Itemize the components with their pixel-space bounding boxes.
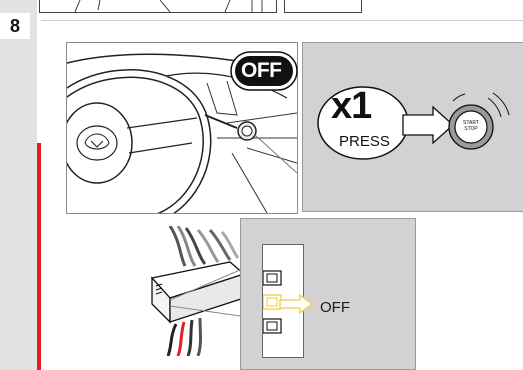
badge-shape — [230, 51, 298, 91]
press-label: PRESS — [339, 133, 390, 150]
press-count: x1 — [331, 85, 372, 127]
zoom-connector — [170, 269, 241, 317]
previous-step-image — [39, 0, 277, 13]
progress-accent-bar — [37, 143, 41, 370]
off-state-badge: OFF — [229, 50, 299, 92]
previous-step-drawing — [74, 0, 263, 12]
remote-module-drawing — [140, 226, 250, 356]
step-sidebar — [0, 0, 37, 370]
stop-text: STOP — [464, 126, 478, 132]
highlight-arrow-icon — [279, 294, 314, 314]
step-number: 8 — [0, 13, 30, 39]
start-stop-button-label: START STOP — [457, 120, 485, 132]
start-text: START — [463, 120, 479, 126]
press-callout-drawing — [317, 86, 510, 160]
start-button-zoom-panel: x1 PRESS START STOP — [302, 42, 523, 212]
switch-off-label: OFF — [320, 299, 350, 316]
previous-step-panel — [284, 0, 362, 13]
section-divider — [41, 20, 523, 21]
off-badge-label: OFF — [241, 59, 282, 82]
module-wires-drawing — [150, 226, 246, 356]
